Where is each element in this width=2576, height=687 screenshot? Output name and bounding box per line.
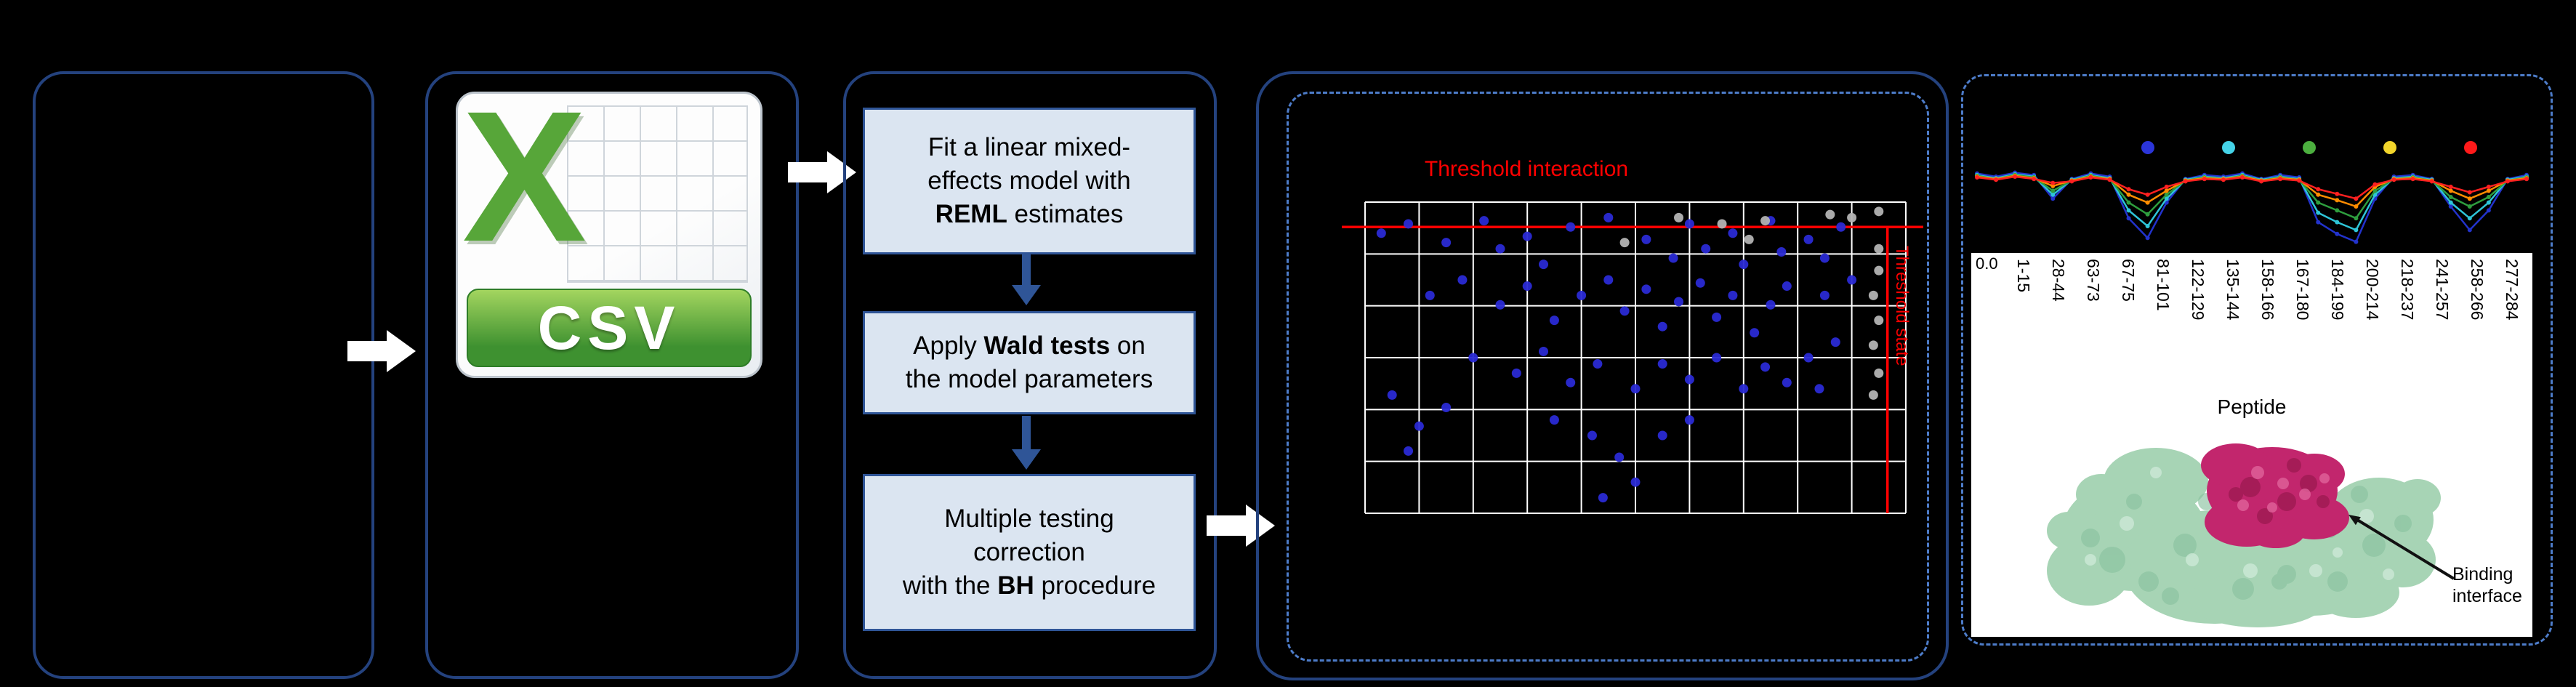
flow-right-arrow-2 bbox=[788, 151, 856, 193]
step-box-fit-model-text: Fit a linear mixed- effects model with R… bbox=[927, 132, 1131, 229]
scatter-points-blue-points bbox=[1376, 212, 1857, 503]
flow-right-arrow-1 bbox=[347, 330, 416, 372]
scatter-points-gray-points bbox=[1619, 206, 1884, 400]
peptide-axis-title: Peptide bbox=[2217, 395, 2287, 418]
peptide-tick-label: 277-284 bbox=[2503, 259, 2521, 321]
peptide-tick-label: 241-257 bbox=[2433, 259, 2452, 321]
peptide-axis-labels: 1-15 28-44 63-73 67-75 81-101 122-129 135-144 1… bbox=[1971, 253, 2532, 637]
peptide-tick-label: 135-144 bbox=[2223, 259, 2242, 321]
threshold-lines bbox=[1342, 225, 1923, 513]
protein-structure-image bbox=[2047, 443, 2455, 627]
peptide-tick-label: 28-44 bbox=[2049, 259, 2068, 302]
csv-file-icon: X CSV bbox=[456, 84, 762, 378]
peptide-tick-label: 218-237 bbox=[2398, 259, 2417, 321]
csv-panel bbox=[425, 71, 799, 679]
peptide-tick-label: 1-15 bbox=[2014, 259, 2033, 293]
structure-results-dashed-frame bbox=[1961, 74, 2553, 646]
csv-page: X CSV bbox=[456, 84, 762, 378]
timepoint-dot bbox=[2222, 141, 2235, 154]
peptide-line-chart bbox=[1975, 170, 2529, 244]
line-series-cyan bbox=[1975, 172, 2529, 233]
csv-banner: CSV bbox=[467, 288, 752, 368]
peptide-tick-label: 258-266 bbox=[2468, 259, 2487, 321]
peptide-tick-label: 167-180 bbox=[2293, 259, 2312, 321]
csv-banner-label: CSV bbox=[537, 293, 681, 362]
threshold-interaction-label: Threshold interaction bbox=[1424, 157, 1629, 181]
flow-down-arrow-1 bbox=[1012, 254, 1041, 305]
timepoint-dot bbox=[2383, 141, 2396, 154]
peptide-tick-label: 200-214 bbox=[2363, 259, 2382, 321]
timepoint-dot bbox=[2141, 141, 2154, 154]
peptide-tick-label: 81-101 bbox=[2154, 259, 2173, 311]
input-panel bbox=[33, 71, 374, 679]
peptide-tick-label: 184-199 bbox=[2328, 259, 2347, 321]
step-box-wald-tests-text: Apply Wald tests on the model parameters bbox=[905, 331, 1154, 393]
peptide-tick-label: 63-73 bbox=[2084, 259, 2103, 302]
binding-interface-arrow bbox=[2348, 515, 2455, 580]
scatter-grid bbox=[1364, 201, 1907, 514]
binding-interface-label: Binding interface bbox=[2452, 564, 2522, 606]
line-series-blue bbox=[1975, 170, 2529, 244]
binding-region-magenta bbox=[2201, 443, 2349, 548]
step-box-fit-model: Fit a linear mixed- effects model with R… bbox=[863, 108, 1196, 254]
spreadsheet-grid bbox=[566, 105, 749, 284]
threshold-state-label: Threshold state bbox=[1892, 246, 1912, 366]
timepoint-legend bbox=[2141, 141, 2477, 154]
step-box-bh-correction-text: Multiple testing correction with the BH … bbox=[902, 504, 1156, 600]
step-box-wald-tests: Apply Wald tests on the model parameters bbox=[863, 311, 1196, 414]
y-axis-tick: 0.0 bbox=[1976, 254, 1998, 273]
interaction-scatter-plot bbox=[1342, 201, 1923, 514]
timepoint-dot bbox=[2303, 141, 2316, 154]
excel-x-logo: X bbox=[462, 73, 587, 281]
model-panel bbox=[843, 71, 1217, 679]
peptide-tick-label: 67-75 bbox=[2119, 259, 2138, 302]
line-series-red bbox=[1975, 174, 2529, 201]
peptide-tick-label: 122-129 bbox=[2189, 259, 2207, 321]
scatter-results-panel bbox=[1256, 71, 1949, 680]
protein-surface-green bbox=[2047, 448, 2441, 627]
scatter-results-dashed-frame bbox=[1287, 92, 1929, 662]
flow-down-arrow-2 bbox=[1012, 416, 1041, 470]
peptide-tick-label: 158-166 bbox=[2258, 259, 2277, 321]
step-box-bh-correction: Multiple testing correction with the BH … bbox=[863, 474, 1196, 631]
timepoint-dot bbox=[2464, 141, 2477, 154]
